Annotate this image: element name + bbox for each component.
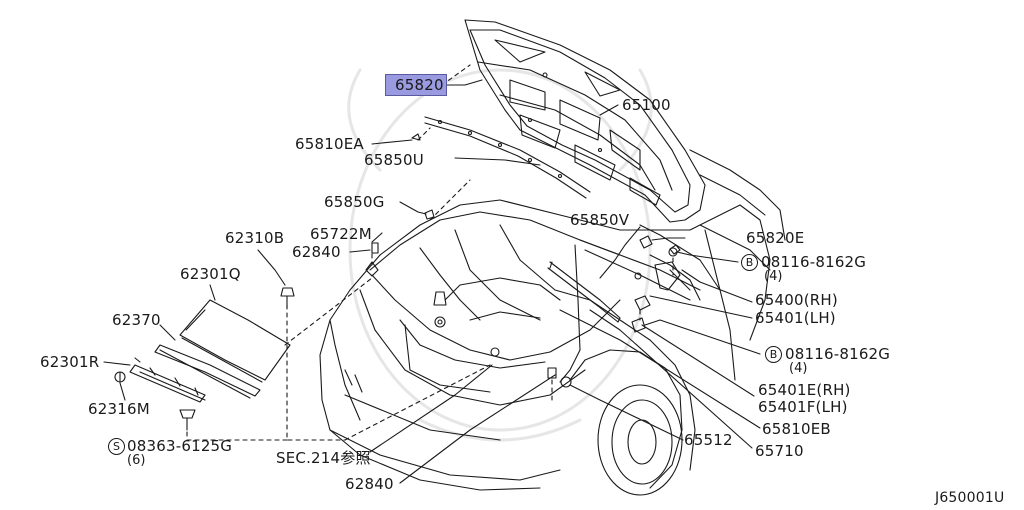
- drawing-reference: J650001U: [935, 490, 1005, 506]
- part-label-65710[interactable]: 65710: [755, 442, 804, 460]
- part-label-62840-lower[interactable]: 62840: [345, 475, 394, 493]
- part-label-65401-lh[interactable]: 65401(LH): [755, 309, 836, 327]
- part-label-65810eb[interactable]: 65810EB: [762, 420, 831, 438]
- clip-62840-upper: [371, 242, 379, 254]
- part-label-65850u[interactable]: 65850U: [364, 151, 424, 169]
- part-label-62316m[interactable]: 62316M: [88, 400, 150, 418]
- watermark: [347, 68, 653, 442]
- stay-65722m: [365, 261, 379, 277]
- part-label-65820[interactable]: 65820: [395, 76, 444, 94]
- prefix-b-circle-2: B: [765, 346, 782, 363]
- part-label-08116-8162g-2[interactable]: 08116-8162G: [785, 345, 891, 363]
- part-label-62370[interactable]: 62370: [112, 311, 161, 329]
- ref-sec-214[interactable]: SEC.214参照: [276, 449, 371, 467]
- prefix-b-circle-1: B: [741, 254, 758, 271]
- part-label-65810ea[interactable]: 65810EA: [295, 135, 364, 153]
- part-label-65512[interactable]: 65512: [684, 431, 733, 449]
- grommet-65512: [560, 376, 572, 388]
- part-label-65401e-rh[interactable]: 65401E(RH): [758, 381, 851, 399]
- bolt-62840-lower: [547, 367, 557, 379]
- qty-08116-8162g-2: (4): [789, 361, 808, 376]
- part-label-08363-6125g[interactable]: 08363-6125G: [127, 437, 233, 455]
- cowl-grille-assembly: [114, 287, 295, 431]
- part-label-65850v[interactable]: 65850V: [570, 211, 630, 229]
- part-label-62301q[interactable]: 62301Q: [180, 265, 241, 283]
- dashed-assembly-lines: [186, 64, 674, 441]
- part-label-65100[interactable]: 65100: [622, 96, 671, 114]
- part-label-62310b[interactable]: 62310B: [225, 229, 285, 247]
- part-label-65400-rh[interactable]: 65400(RH): [755, 291, 838, 309]
- part-label-65820e[interactable]: 65820E: [746, 229, 805, 247]
- leader-lines: [103, 79, 761, 484]
- hood-panel: [464, 19, 706, 223]
- part-label-62840-upper[interactable]: 62840: [292, 243, 341, 261]
- prefix-s-circle: S: [108, 438, 125, 455]
- clip-65810ea: [411, 133, 421, 141]
- part-label-65722m[interactable]: 65722M: [310, 225, 372, 243]
- qty-08363-6125g: (6): [127, 453, 146, 468]
- highlight-65820: [385, 74, 447, 96]
- hood-seal-strip: [424, 116, 591, 199]
- part-label-65850g[interactable]: 65850G: [324, 193, 385, 211]
- car-body: [319, 149, 786, 496]
- seal-65850g: [424, 209, 435, 220]
- qty-08116-8162g-1: (4): [764, 269, 783, 284]
- part-label-08116-8162g-1[interactable]: 08116-8162G: [761, 253, 867, 271]
- part-label-65401f-lh[interactable]: 65401F(LH): [758, 398, 848, 416]
- part-label-62301r[interactable]: 62301R: [40, 353, 100, 371]
